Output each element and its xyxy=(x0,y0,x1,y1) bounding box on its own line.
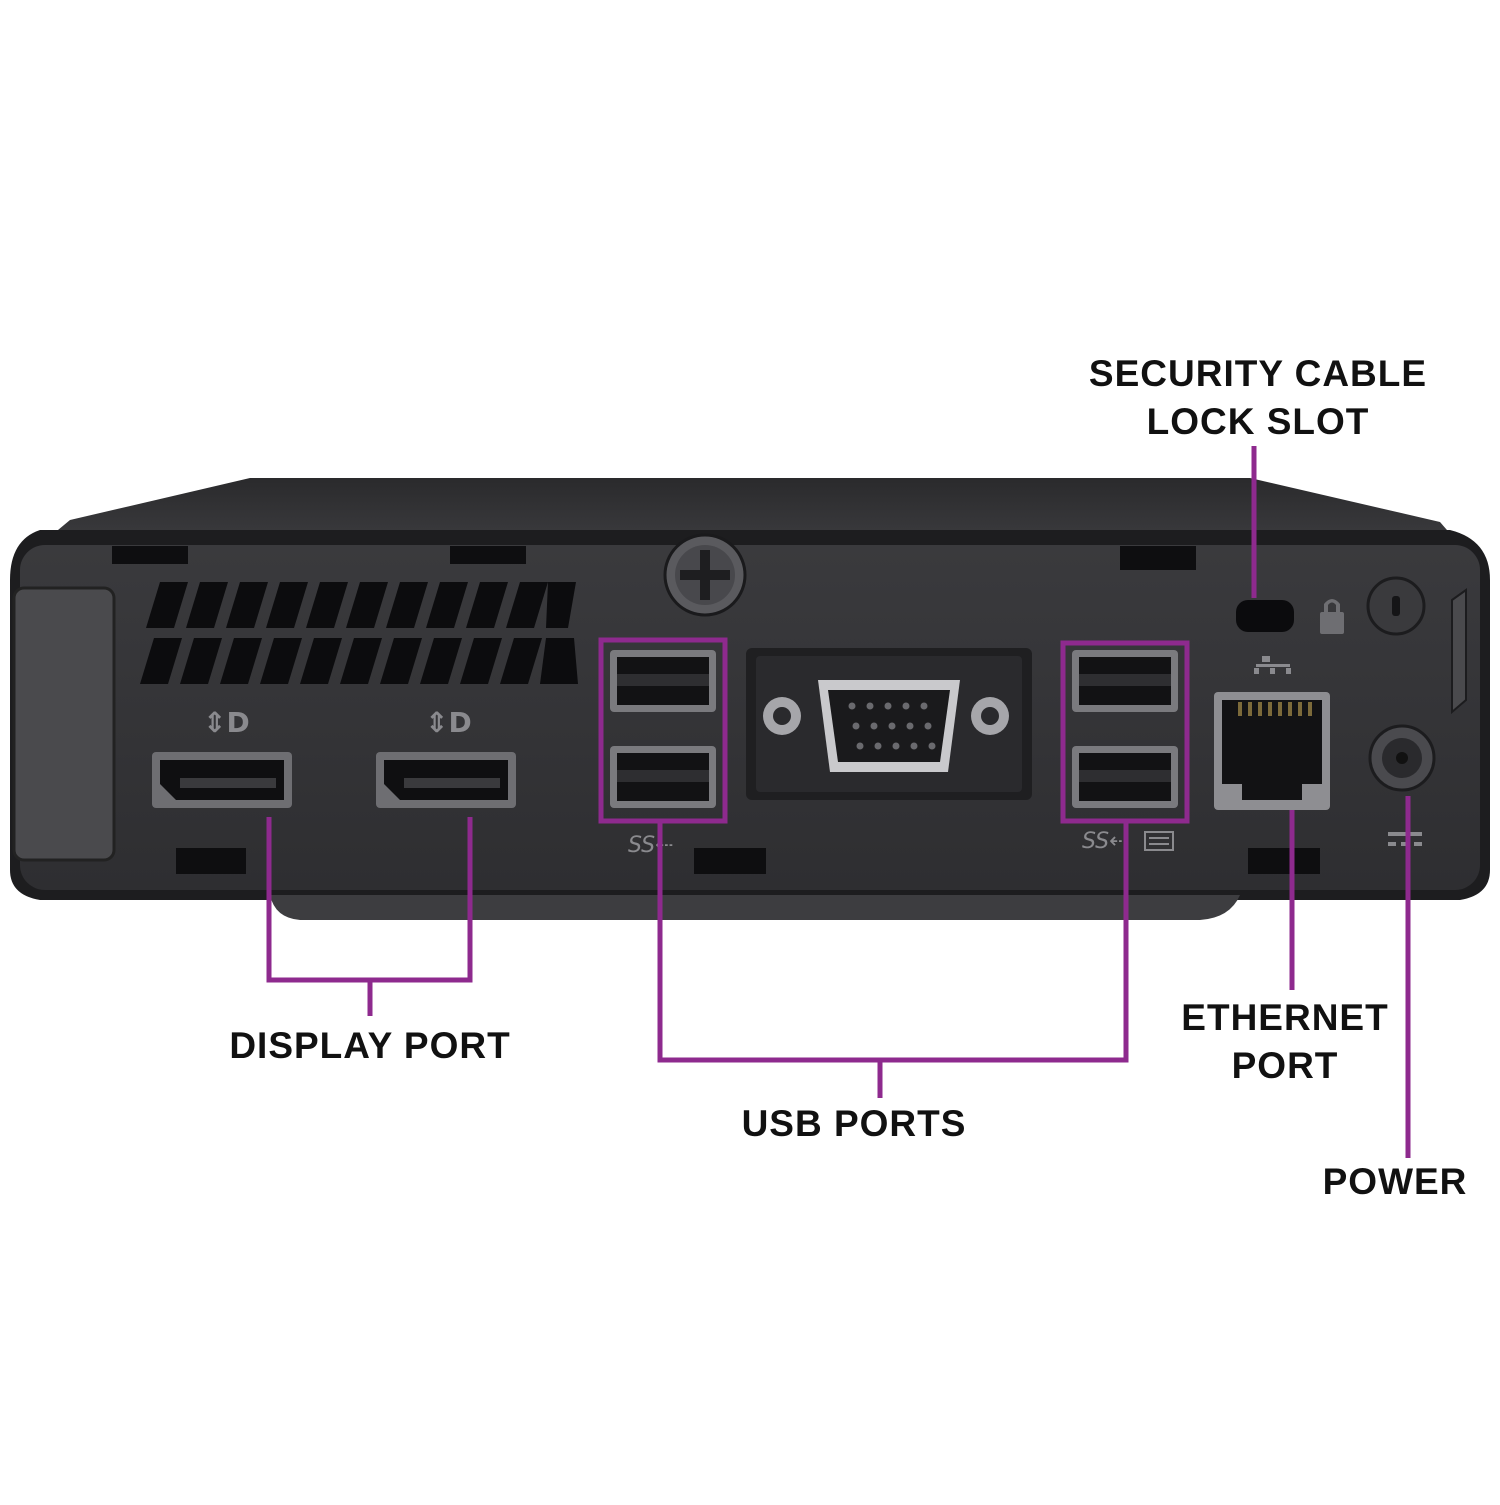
power-jack xyxy=(1368,724,1436,792)
thumb-screw xyxy=(663,533,747,617)
ethernet-label-line1: ETHERNET xyxy=(1181,997,1389,1038)
display-port-2 xyxy=(376,752,516,808)
usb-port-right-bottom xyxy=(1072,746,1178,808)
label-security-cable-lock-slot: SECURITY CABLE LOCK SLOT xyxy=(1080,350,1436,446)
security-label-line2: LOCK SLOT xyxy=(1146,401,1370,442)
vga-port xyxy=(746,648,1032,800)
security-label-line1: SECURITY CABLE xyxy=(1088,353,1428,394)
superspeed-usb-icon: SS⇠ xyxy=(1082,829,1128,854)
keyboard-icon xyxy=(1144,831,1174,851)
lock-icon xyxy=(1320,599,1344,634)
ethernet-label-line2: PORT xyxy=(1231,1045,1339,1086)
label-usb-ports: USB PORTS xyxy=(720,1100,988,1148)
label-ethernet-port: ETHERNET PORT xyxy=(1170,994,1400,1090)
usb-port-right-top xyxy=(1072,650,1178,712)
chassis-base xyxy=(270,895,1240,920)
label-display-port: DISPLAY PORT xyxy=(210,1022,530,1070)
power-icon xyxy=(1388,832,1422,846)
usb-port-left-bottom xyxy=(610,746,716,808)
security-slot xyxy=(1236,600,1294,632)
network-icon xyxy=(1254,656,1291,674)
displayport-icon: ⇕D xyxy=(203,706,250,739)
vent-grille xyxy=(140,582,578,684)
chassis-top xyxy=(40,478,1460,545)
display-port-label: DISPLAY PORT xyxy=(229,1025,511,1066)
label-power: POWER xyxy=(1310,1158,1480,1206)
superspeed-usb-icon: SS⇠ xyxy=(628,833,674,858)
usb-port-left-top xyxy=(610,650,716,712)
usb-ports-label: USB PORTS xyxy=(741,1103,967,1144)
round-cap xyxy=(1366,576,1426,636)
power-label: POWER xyxy=(1322,1161,1468,1202)
display-port-1 xyxy=(152,752,292,808)
usb-highlight-left xyxy=(598,637,728,824)
side-latch xyxy=(14,588,114,860)
side-clip xyxy=(1451,588,1467,715)
bottom-slots xyxy=(176,848,1320,874)
displayport-icon: ⇕D xyxy=(425,706,472,739)
ethernet-port xyxy=(1214,692,1330,810)
top-slots xyxy=(112,546,1196,570)
usb-bracket xyxy=(657,821,1129,1063)
